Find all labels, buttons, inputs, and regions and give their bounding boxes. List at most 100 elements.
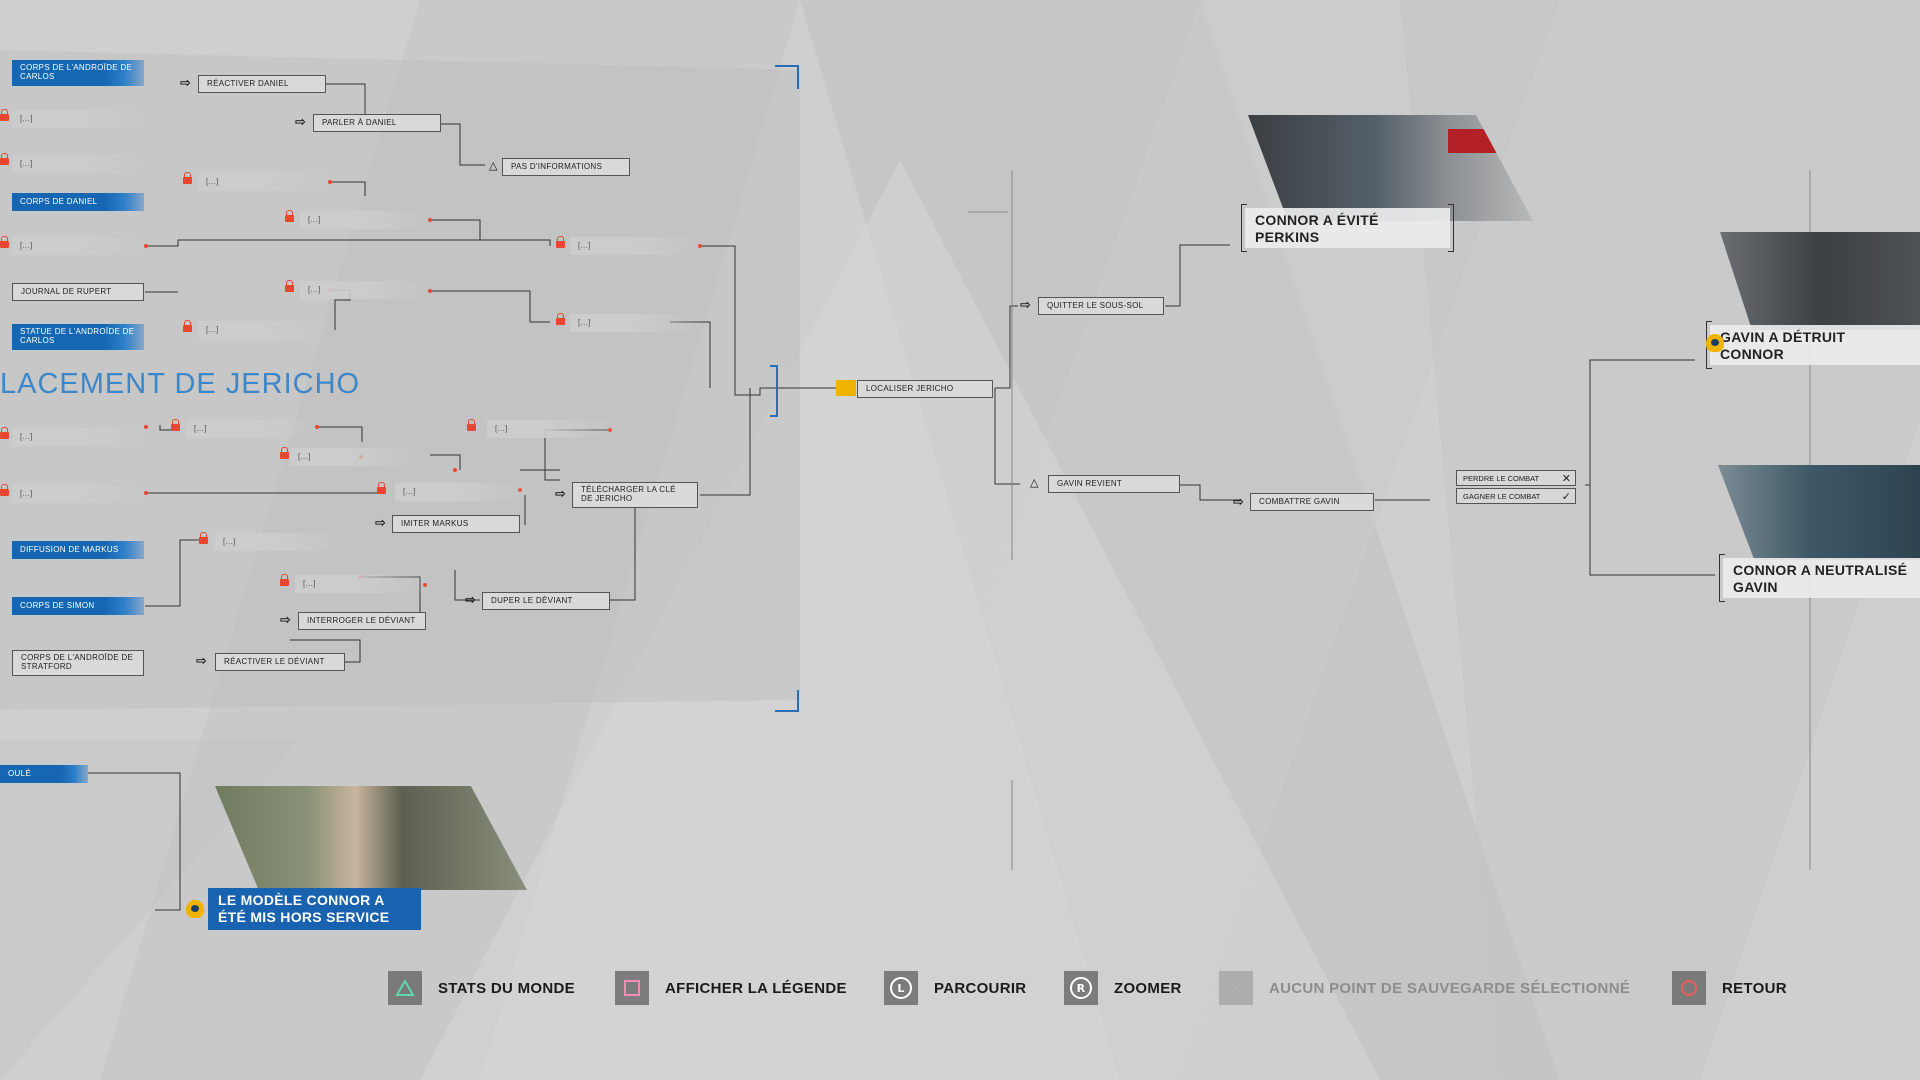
skull-icon [186,900,204,918]
thumbnail-connor [215,786,527,890]
outcome-gavin-detruit[interactable]: GAVIN A DÉTRUIT CONNOR [1706,321,1920,369]
node-duper-deviant[interactable]: DUPER LE DÉVIANT [482,592,610,610]
node-locked[interactable]: [...] [395,483,525,501]
legend-label: AFFICHER LA LÉGENDE [665,979,847,997]
lock-icon [285,280,294,292]
lock-icon [280,447,289,459]
node-locked[interactable]: [...] [295,575,425,593]
node-locked[interactable]: [...] [290,448,420,466]
lock-icon [467,419,476,431]
outcome-gavin-neutralise[interactable]: CONNOR A NEUTRALISÉ GAVIN [1719,554,1920,602]
lock-icon [280,574,289,586]
lock-icon [377,482,386,494]
legend-label: RETOUR [1722,979,1787,997]
node-locked[interactable]: [...] [487,420,617,438]
circle-button-icon [1672,971,1706,1005]
node-statue-carlos[interactable]: STATUE DE L'ANDROÏDE DE CARLOS [12,324,144,350]
choice-perdre-combat[interactable]: PERDRE LE COMBAT ✕ [1456,470,1576,486]
thumbnail-gavin-detruit [1720,232,1920,330]
node-corps-daniel[interactable]: CORPS DE DANIEL [12,193,144,211]
legend-stats[interactable]: STATS DU MONDE [388,968,575,1008]
node-combattre-gavin[interactable]: COMBATTRE GAVIN [1250,493,1374,511]
arrow-right-icon: ⇨ [375,515,386,530]
node-locked[interactable]: [...] [12,485,142,503]
arrow-right-icon: ⇨ [1233,494,1244,509]
lock-icon [285,210,294,222]
lock-icon [0,427,9,439]
node-pas-informations[interactable]: PAS D'INFORMATIONS [502,158,630,176]
triangle-icon: △ [489,160,498,172]
lock-icon [0,153,9,165]
node-locked[interactable]: [...] [12,155,142,173]
chapter-frame-top [775,65,799,89]
legend-retour[interactable]: RETOUR [1672,968,1787,1008]
node-locked[interactable]: [...] [12,237,142,255]
legend-label: ZOOMER [1114,979,1182,997]
legend-parcourir[interactable]: L PARCOURIR [884,968,1026,1008]
node-diffusion-markus[interactable]: DIFFUSION DE MARKUS [12,541,144,559]
outcome-label: CONNOR A ÉVITÉ PERKINS [1255,212,1379,245]
node-telecharger-cle[interactable]: TÉLÉCHARGER LA CLÉ DE JERICHO [572,482,698,508]
arrow-right-icon: ⇨ [196,653,207,668]
lock-icon [0,484,9,496]
arrow-right-icon: ⇨ [280,612,291,627]
node-locked[interactable]: [...] [300,211,430,229]
legend-legende[interactable]: AFFICHER LA LÉGENDE [615,968,847,1008]
node-locked[interactable]: [...] [570,314,700,332]
chapter-frame-bottom [775,690,799,712]
outcome-perkins[interactable]: CONNOR A ÉVITÉ PERKINS [1241,204,1454,252]
chapter-frame-mid [770,365,778,417]
node-reactiver-daniel[interactable]: RÉACTIVER DANIEL [198,75,326,93]
check-mark-icon: ✓ [1561,490,1571,503]
node-locked[interactable]: [...] [300,281,430,299]
node-locked[interactable]: [...] [198,321,328,339]
node-gavin-revient[interactable]: GAVIN REVIENT [1048,475,1180,493]
node-locked[interactable]: [...] [215,533,345,551]
section-title: LACEMENT DE JERICHO [0,368,361,400]
outcome-label: LE MODÈLE CONNOR A ÉTÉ MIS HORS SERVICE [218,892,390,925]
legend-zoomer[interactable]: R ZOOMER [1064,968,1182,1008]
arrow-right-icon: ⇨ [180,75,191,90]
node-locked[interactable]: [...] [12,428,142,446]
arrow-right-icon: ⇨ [555,486,566,501]
lock-icon [183,320,192,332]
node-locked[interactable]: [...] [12,110,142,128]
thumbnail-perkins [1248,115,1533,221]
cross-button-icon [1219,971,1253,1005]
node-localiser-jericho[interactable]: LOCALISER JERICHO [857,380,993,398]
node-corps-simon[interactable]: CORPS DE SIMON [12,597,144,615]
thumbnail-gavin-neutralise [1718,465,1920,560]
choice-label: PERDRE LE COMBAT [1463,473,1540,483]
outcome-hors-service[interactable]: LE MODÈLE CONNOR A ÉTÉ MIS HORS SERVICE [208,888,421,930]
outcome-label: CONNOR A NEUTRALISÉ GAVIN [1733,562,1908,595]
right-stick-icon: R [1064,971,1098,1005]
node-roule[interactable]: OULÉ [0,765,88,783]
choice-gagner-combat[interactable]: GAGNER LE COMBAT ✓ [1456,488,1576,504]
node-interroger-deviant[interactable]: INTERROGER LE DÉVIANT [298,612,426,630]
node-imiter-markus[interactable]: IMITER MARKUS [392,515,520,533]
skull-icon [1706,334,1724,352]
node-locked[interactable]: [...] [186,420,316,438]
lock-icon [0,109,9,121]
node-parler-daniel[interactable]: PARLER À DANIEL [313,114,441,132]
node-journal-rupert[interactable]: JOURNAL DE RUPERT [12,283,144,301]
lock-icon [556,236,565,248]
node-corps-stratford[interactable]: CORPS DE L'ANDROÏDE DE STRATFORD [12,650,144,676]
node-locked[interactable]: [...] [198,173,328,191]
node-reactiver-deviant[interactable]: RÉACTIVER LE DÉVIANT [215,653,345,671]
lock-icon [556,313,565,325]
arrow-right-icon: ⇨ [465,592,476,607]
outcome-label: GAVIN A DÉTRUIT CONNOR [1720,329,1846,362]
lock-icon [199,532,208,544]
node-quitter-sous-sol[interactable]: QUITTER LE SOUS-SOL [1038,297,1164,315]
arrow-right-icon: ⇨ [295,114,306,129]
node-corps-carlos[interactable]: CORPS DE L'ANDROÏDE DE CARLOS [12,60,144,86]
legend-sauvegarde: AUCUN POINT DE SAUVEGARDE SÉLECTIONNÉ [1219,968,1630,1008]
node-locked[interactable]: [...] [570,237,700,255]
cross-mark-icon: ✕ [1561,472,1571,485]
arrow-right-icon: ⇨ [1020,297,1031,312]
lock-icon [171,419,180,431]
legend-label: PARCOURIR [934,979,1027,997]
triangle-button-icon [388,971,422,1005]
svg-text:R: R [1077,982,1086,995]
